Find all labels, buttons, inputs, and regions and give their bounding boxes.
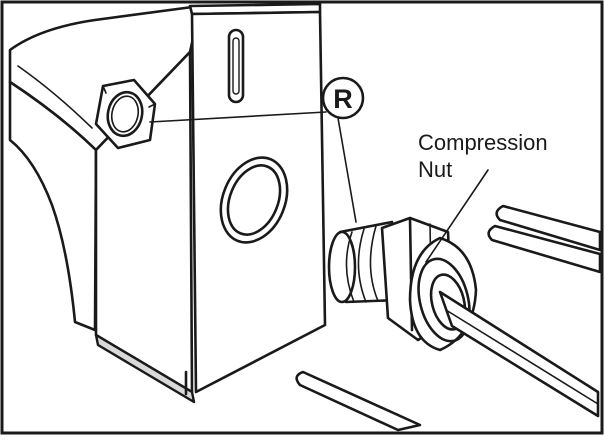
wire-upper-2: [487, 224, 602, 274]
loose-wires: [295, 204, 602, 432]
callout-letter: R: [333, 84, 353, 114]
callout-leader-fitting: [337, 117, 357, 223]
junction-box-knockout-inner: [226, 164, 282, 236]
wire-upper-1: [495, 204, 602, 252]
lock-nut-edge: [102, 85, 107, 94]
callout-circle: [321, 76, 365, 120]
part-label-leader: [425, 169, 489, 263]
part-label: Compression Nut: [418, 130, 548, 263]
junction-box: [188, 2, 327, 394]
compression-nut-rim: [417, 257, 471, 343]
wire-lower: [295, 370, 422, 432]
junction-box-slot-inner: [232, 37, 240, 95]
housing-bottom-lip: [94, 333, 196, 404]
housing-rim-line: [17, 65, 93, 129]
part-label-line2: Nut: [418, 157, 452, 182]
part-label-line1: Compression: [418, 130, 548, 155]
lock-nut-bore-inner: [110, 95, 140, 133]
housing-left-face: [8, 80, 98, 332]
lock-nut: [94, 78, 157, 150]
connector-thread-lines: [345, 225, 379, 303]
callout-r: R: [149, 76, 365, 223]
power-cable-seam: [445, 309, 599, 405]
power-cable: [438, 290, 600, 418]
callout-leader-lock-nut: [149, 111, 327, 123]
sink-housing: [8, 4, 202, 404]
power-cable-sheath: [438, 290, 600, 418]
lock-nut-edge-2: [148, 103, 156, 108]
